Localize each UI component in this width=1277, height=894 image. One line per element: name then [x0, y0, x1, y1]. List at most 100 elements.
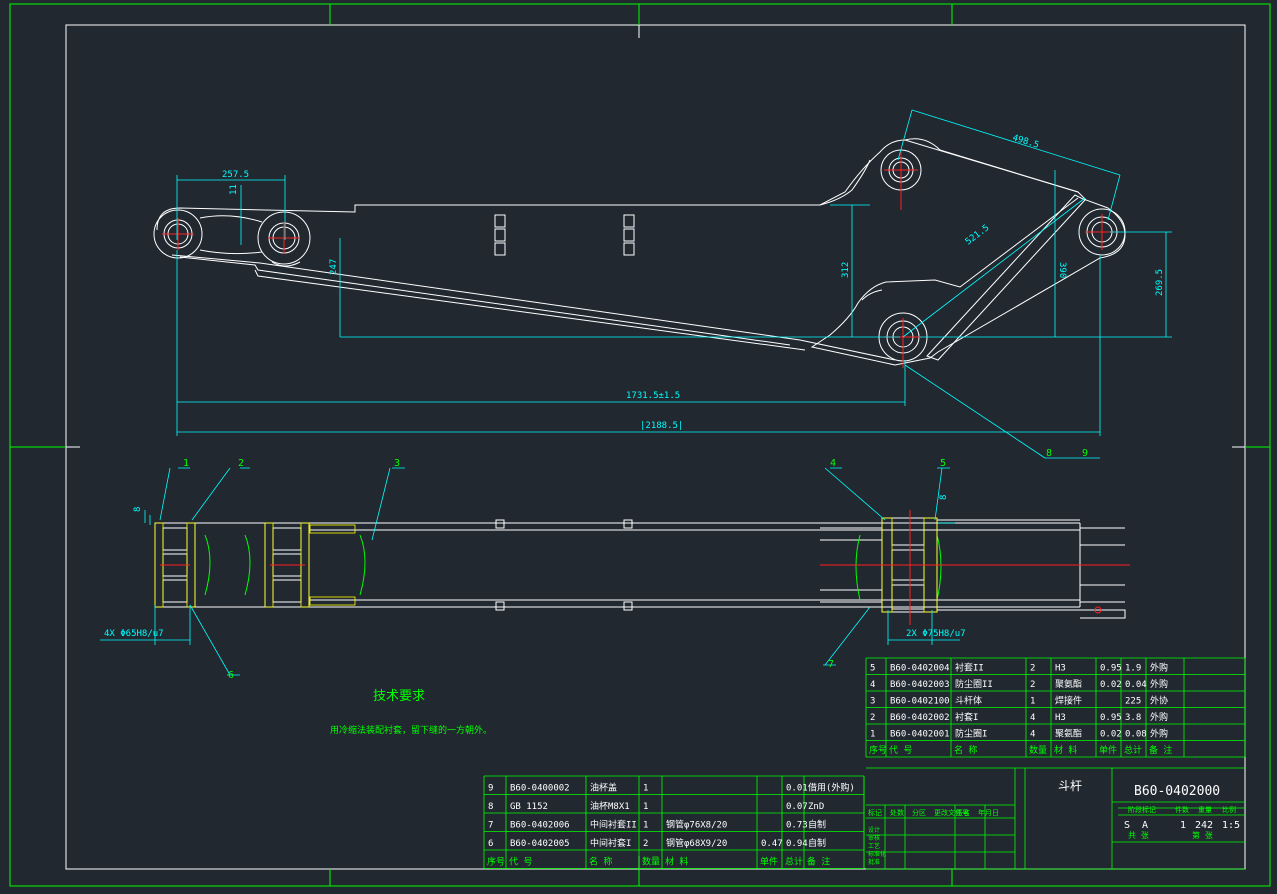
- title-drawing-no: B60-0402000: [1134, 784, 1220, 799]
- bom_upper-cell: 斗杆体: [955, 695, 982, 707]
- title-stage-a: A: [1142, 820, 1148, 831]
- dim-257: 257.5: [222, 170, 249, 180]
- title-stage-s: S: [1124, 820, 1130, 831]
- bom_lower-cell: 7: [488, 821, 493, 831]
- dim-bore-left: 4X Φ65H8/u7: [104, 629, 164, 639]
- bom_lower-cell: GB 1152: [510, 802, 548, 812]
- bom_upper-header: 单件: [1099, 744, 1117, 756]
- arm-plan-view: [154, 517, 1126, 619]
- dim-8-left: 8: [133, 507, 143, 512]
- bom_upper-cell: B60-0402100: [890, 697, 950, 707]
- bom_lower-cell: 油杯盖: [590, 782, 617, 794]
- title-row-label: 更改文件号: [934, 808, 969, 817]
- bom_upper-cell: 1: [870, 730, 875, 740]
- dim-269: 269.5: [1155, 269, 1165, 296]
- bom_upper-cell: 外购: [1150, 711, 1168, 723]
- bom_lower-cell: B60-0402006: [510, 821, 570, 831]
- bom_upper-cell: 0.04: [1125, 680, 1147, 690]
- bom_upper-cell: 外购: [1150, 728, 1168, 740]
- title-row-label: 分区: [912, 808, 926, 817]
- title-sign-label: 批准: [868, 858, 880, 866]
- bom_lower-cell: 0.47: [761, 839, 783, 849]
- bom_upper-cell: 4: [870, 680, 875, 690]
- bom_lower-cell: 0.07: [786, 802, 808, 812]
- bom_lower-cell: 钢管φ68X9/20: [666, 837, 727, 849]
- bom_upper-cell: 0.95: [1100, 713, 1122, 723]
- bom_upper-cell: 0.02: [1100, 680, 1122, 690]
- bom_upper-cell: 2: [1030, 664, 1035, 674]
- bom_upper-cell: B60-0402004: [890, 664, 950, 674]
- title-stage-label: 阶段标记: [1128, 805, 1156, 814]
- bom_upper-header: 代 号: [889, 745, 912, 756]
- bom_lower-cell: B60-0402005: [510, 839, 570, 849]
- bom_lower-cell: 钢管φ76X8/20: [666, 819, 727, 831]
- bom_lower-cell: 8: [488, 802, 493, 812]
- bom_upper-header: 材 料: [1054, 744, 1077, 756]
- bom_upper-cell: 225: [1125, 697, 1141, 707]
- bom_upper-cell: B60-0402002: [890, 713, 950, 723]
- balloon-8: 8: [1046, 448, 1052, 459]
- bom_upper-cell: 2: [1030, 680, 1035, 690]
- bom_lower-header: 备 注: [807, 856, 830, 868]
- title-scale-label: 比例: [1222, 805, 1236, 814]
- title-weight-label: 重量: [1198, 806, 1212, 814]
- bom_lower-cell: 1: [643, 802, 648, 812]
- plan-dim-lines: [100, 467, 960, 676]
- bom_upper-cell: 衬套II: [955, 662, 984, 674]
- balloon-6: 6: [228, 670, 234, 681]
- dimension-lines: [176, 109, 1172, 459]
- notes-line: 用冷缩法装配衬套，留下缝的一方朝外。: [330, 724, 492, 736]
- title-row-label: 标记: [868, 808, 882, 817]
- dim-312: 312: [841, 262, 851, 278]
- bom_upper-header: 名 称: [954, 744, 977, 756]
- plan-bearing-marks: [160, 510, 1130, 625]
- bom_upper-header: 序号: [869, 744, 887, 756]
- bom_lower-cell: B60-0400002: [510, 784, 570, 794]
- bom_lower-cell: 中间衬套II: [590, 819, 637, 831]
- bom_upper-cell: 外购: [1150, 662, 1168, 674]
- bom_lower-header: 材 料: [665, 856, 688, 868]
- bom_upper-cell: 3.8: [1125, 713, 1141, 723]
- bom_upper-cell: 5: [870, 664, 875, 674]
- title-count: 1: [1180, 820, 1186, 831]
- dim-390: 390: [1057, 262, 1067, 278]
- bom_lower-cell: 2: [643, 839, 648, 849]
- bom_lower-cell: 油杯M8X1: [590, 800, 630, 812]
- bom_lower-cell: 0.01: [786, 784, 808, 794]
- title-scale: 1:5: [1222, 820, 1240, 831]
- sheet-frame: [9, 3, 1271, 887]
- dim-498: 498.5: [1011, 133, 1040, 150]
- bom_upper-cell: B60-0402001: [890, 730, 950, 740]
- bom_upper-cell: 1: [1030, 697, 1035, 707]
- dim-247: 247: [329, 259, 339, 275]
- notes-title: 技术要求: [373, 689, 425, 704]
- bom_upper-header: 总计: [1124, 744, 1142, 756]
- bom_lower-header: 单件: [760, 856, 778, 868]
- bom_lower-header: 序号: [487, 856, 505, 868]
- bom_upper-cell: 3: [870, 697, 875, 707]
- bom_upper-cell: 2: [870, 713, 875, 723]
- title-row-label: 处数: [890, 808, 904, 817]
- title-sign-label: 设计: [868, 826, 880, 834]
- bom_upper-cell: 4: [1030, 730, 1035, 740]
- title-sheets: 共 张: [1128, 831, 1149, 840]
- bom_upper-cell: 外协: [1150, 695, 1168, 707]
- bom_upper-cell: 1.9: [1125, 664, 1141, 674]
- bom_lower-header: 数量: [642, 856, 660, 868]
- title-row-label: 签名: [956, 808, 970, 817]
- dim-2188: |2188.5|: [640, 421, 683, 431]
- bom_upper-cell: B60-0402003: [890, 680, 950, 690]
- bom_upper-cell: H3: [1055, 664, 1066, 674]
- bom_upper-cell: 衬套I: [955, 711, 978, 723]
- bom_lower-cell: 1: [643, 821, 648, 831]
- balloon-5: 5: [940, 458, 946, 469]
- balloon-3: 3: [394, 458, 400, 469]
- balloon-7: 7: [828, 659, 834, 670]
- balloon-9: 9: [1082, 448, 1088, 459]
- bom_lower-cell: 自制: [808, 837, 826, 849]
- bom_upper-cell: 0.95: [1100, 664, 1122, 674]
- title-part-name: 斗杆: [1058, 779, 1082, 793]
- bom_upper-cell: 0.02: [1100, 730, 1122, 740]
